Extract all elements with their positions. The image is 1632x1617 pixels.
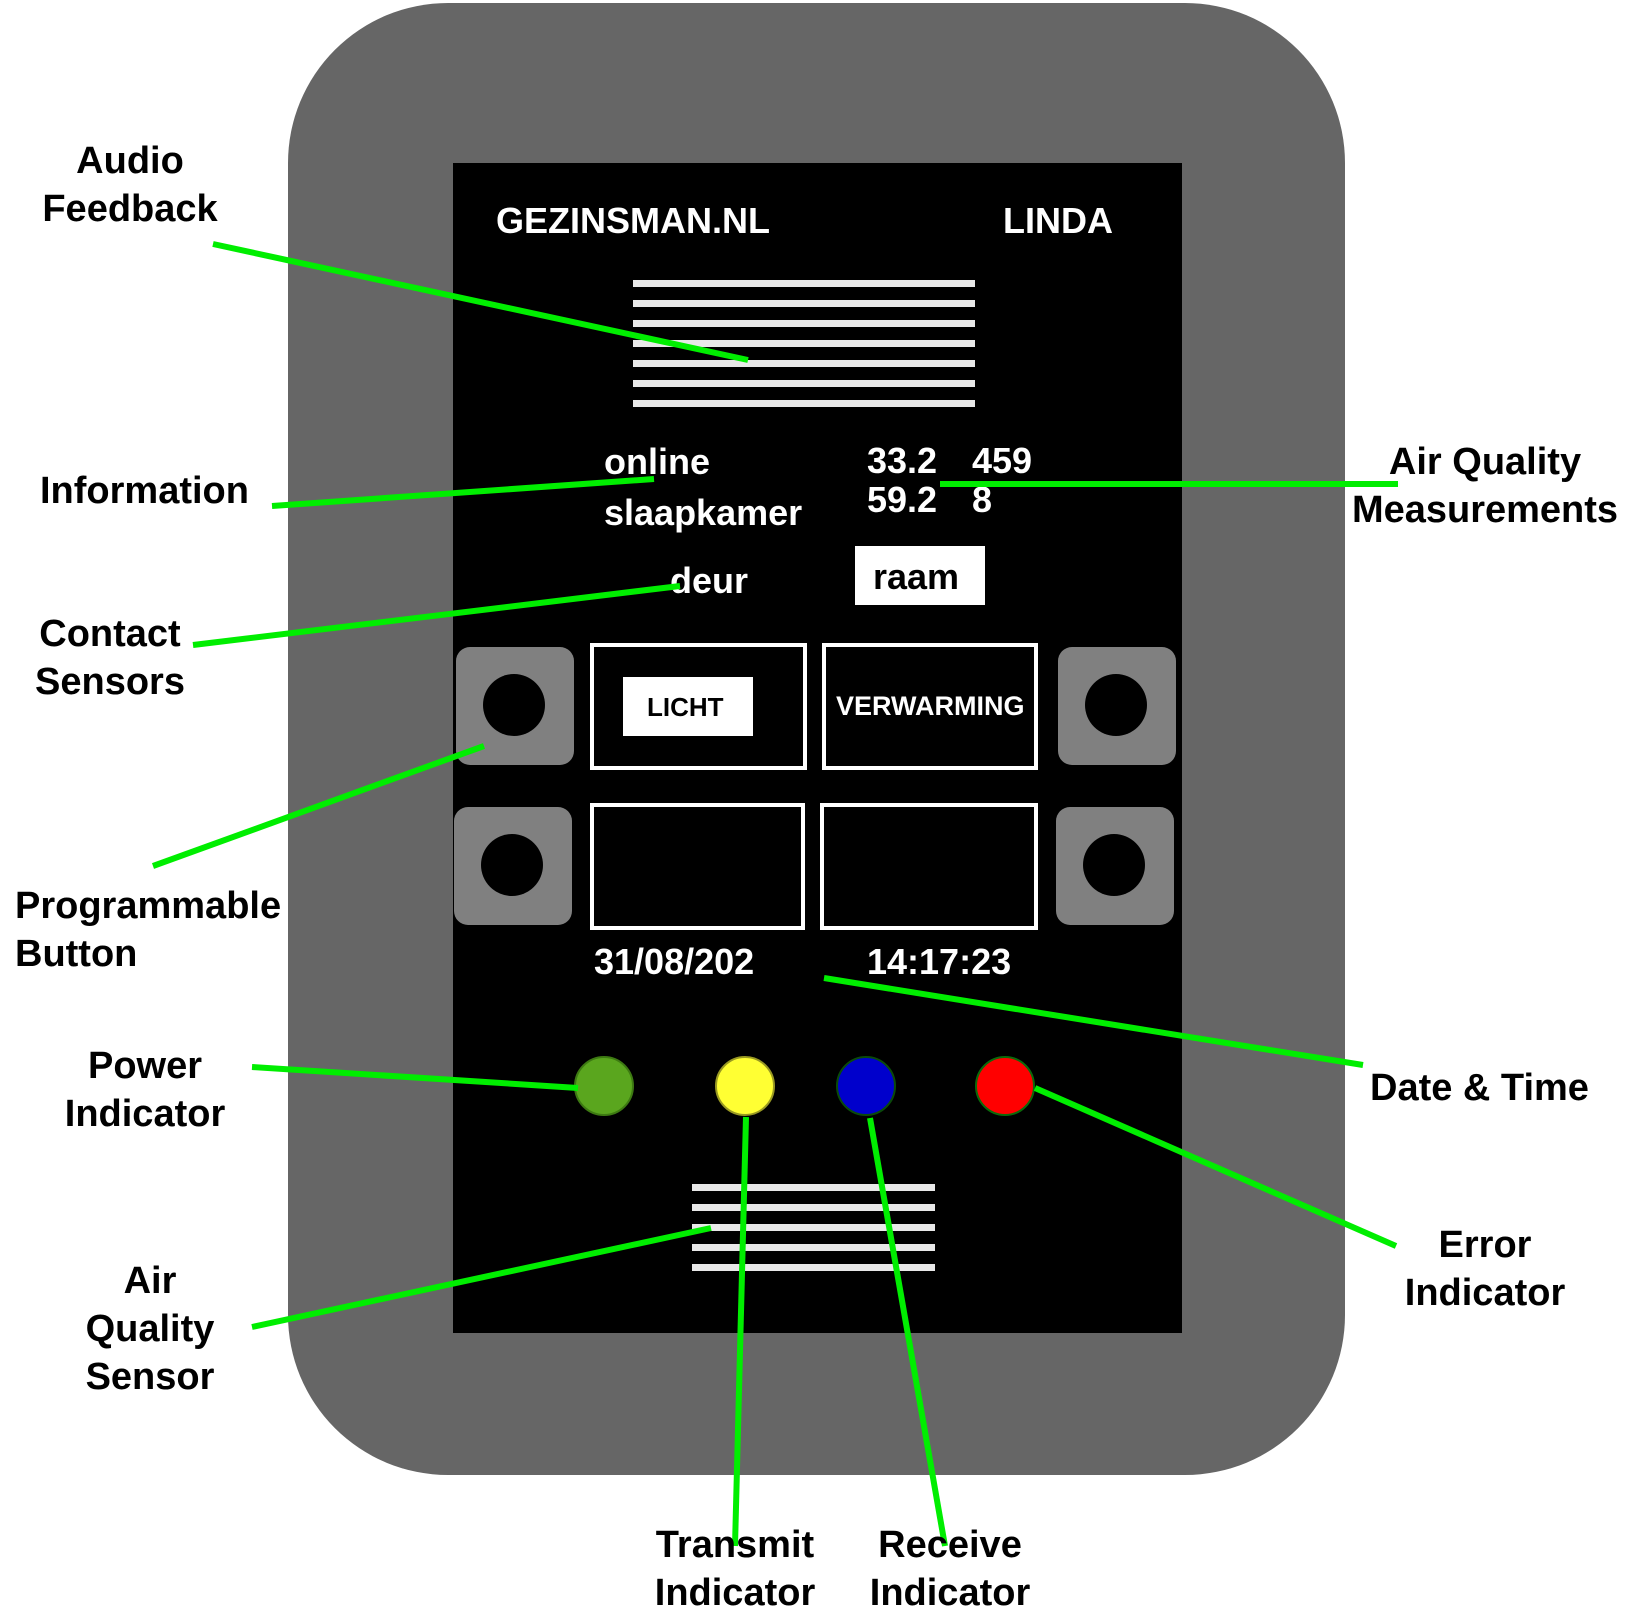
label-transmit-indicator: Transmit Indicator — [654, 1524, 816, 1614]
status-text: online — [604, 441, 710, 482]
speaker-grille — [633, 280, 975, 410]
user-label: LINDA — [1003, 200, 1113, 241]
date-text: 31/08/202 — [594, 941, 755, 982]
air-quality-sensor-grille — [692, 1184, 937, 1274]
label-contact-sensors: Contact Sensors — [35, 613, 185, 703]
tile-licht-label-box: LICHT — [623, 677, 753, 736]
label-air-quality-measurements: Air Quality Measurements — [1351, 441, 1619, 531]
programmable-button-top-left[interactable] — [456, 647, 574, 765]
callout-error-indicator — [1033, 1085, 1398, 1249]
tile-empty-2[interactable] — [820, 803, 1038, 930]
tile-verwarming[interactable]: VERWARMING — [822, 643, 1038, 770]
transmit-indicator-led — [715, 1056, 775, 1116]
callout-programmable-button — [151, 743, 486, 869]
tile-licht[interactable]: LICHT — [590, 643, 807, 770]
programmable-button-bottom-right[interactable] — [1056, 807, 1174, 925]
receive-indicator-led — [836, 1056, 896, 1116]
contact-sensor-door: deur — [670, 560, 749, 601]
label-power-indicator: Power Indicator — [64, 1045, 226, 1135]
callout-power-indicator — [251, 1064, 579, 1091]
callout-date-time — [823, 975, 1364, 1068]
label-audio-feedback: Audio Feedback — [42, 140, 218, 230]
tile-verwarming-label: VERWARMING — [836, 691, 1025, 721]
tile-empty-1[interactable] — [590, 803, 805, 930]
callout-transmit-indicator — [732, 1116, 749, 1547]
callout-receive-indicator — [867, 1117, 948, 1547]
label-programmable-button: Programmable Button — [15, 885, 282, 975]
callout-audio-feedback — [212, 241, 749, 363]
button-hole — [483, 674, 545, 736]
air-value-2: 459 — [972, 440, 1033, 481]
callout-contact-sensors — [192, 583, 681, 648]
air-value-4: 8 — [972, 479, 993, 520]
air-value-1: 33.2 — [867, 440, 938, 481]
time-text: 14:17:23 — [867, 941, 1012, 982]
brand-label: GEZINSMAN.NL — [496, 200, 770, 241]
air-value-3: 59.2 — [867, 479, 938, 520]
room-text: slaapkamer — [604, 492, 803, 533]
label-information: Information — [40, 470, 249, 512]
button-hole — [1085, 674, 1147, 736]
programmable-button-bottom-left[interactable] — [454, 807, 572, 925]
button-hole — [1083, 834, 1145, 896]
contact-sensor-window: raam — [873, 556, 960, 597]
tile-licht-label: LICHT — [647, 692, 724, 722]
label-receive-indicator: Receive Indicator — [869, 1524, 1031, 1614]
button-hole — [481, 834, 543, 896]
error-indicator-led — [975, 1056, 1035, 1116]
label-date-time: Date & Time — [1370, 1067, 1589, 1109]
contact-sensor-window-box: raam — [855, 546, 985, 605]
label-error-indicator: Error Indicator — [1404, 1224, 1566, 1314]
label-air-quality-sensor: Air Quality Sensor — [85, 1260, 215, 1398]
callout-information — [271, 476, 655, 509]
programmable-button-top-right[interactable] — [1058, 647, 1176, 765]
callout-air-quality-sensor — [251, 1225, 712, 1330]
